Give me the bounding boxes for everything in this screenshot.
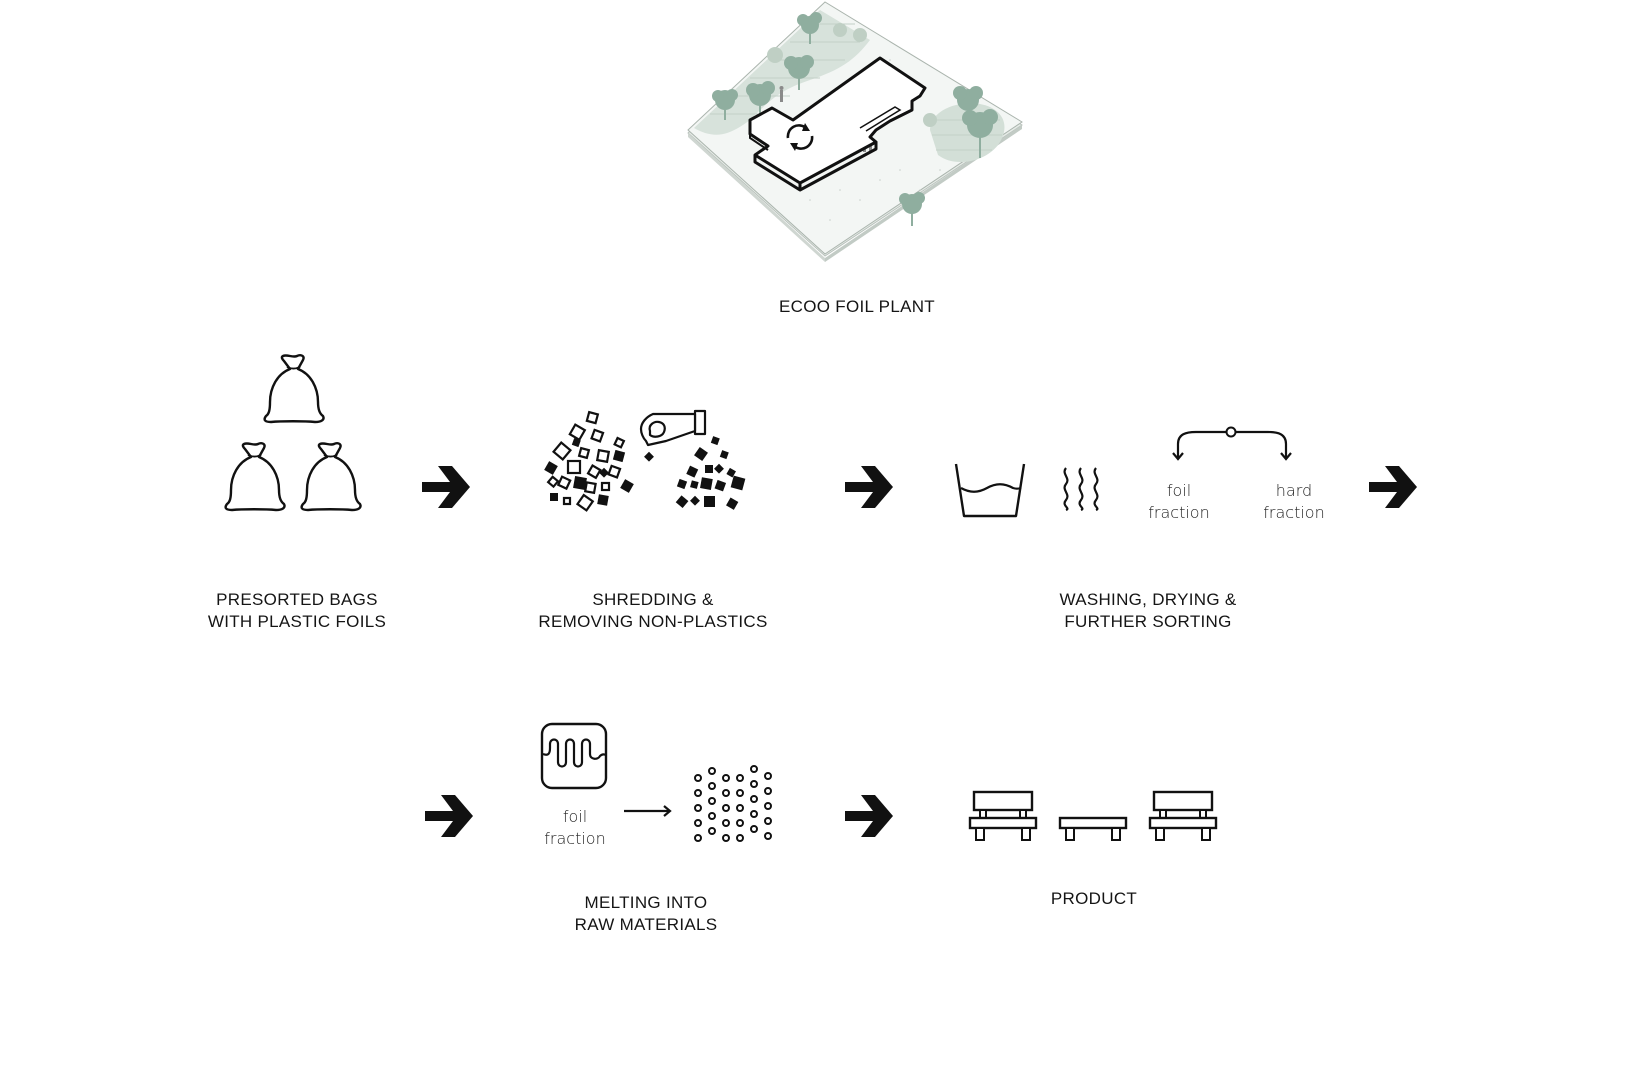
sort-foil-label-line1: foil bbox=[1166, 481, 1192, 500]
arrow-right-icon bbox=[845, 466, 895, 508]
melt-foil-label-line2: fraction bbox=[544, 829, 606, 848]
arrow-right-icon bbox=[845, 795, 895, 837]
sorting-split-arrows-icon bbox=[1168, 420, 1304, 466]
sort-hard-label-line1: hard bbox=[1275, 481, 1313, 500]
step-washing-caption-line2: FURTHER SORTING bbox=[1064, 612, 1232, 631]
arrow-right-icon bbox=[425, 795, 475, 837]
drying-waves-icon bbox=[1058, 466, 1104, 512]
step-product-caption: PRODUCT bbox=[1050, 889, 1138, 908]
sort-foil-label-line2: fraction bbox=[1148, 503, 1210, 522]
bench-table-icon bbox=[966, 786, 1222, 846]
melt-box-icon bbox=[540, 722, 610, 792]
step-washing-caption-line1: WASHING, DRYING & bbox=[1059, 590, 1237, 609]
arrow-right-icon bbox=[1369, 466, 1419, 508]
small-arrow-right-icon bbox=[624, 804, 674, 818]
step-shredding-caption-line1: SHREDDING & bbox=[592, 590, 714, 609]
step-presorted-caption-line1: PRESORTED BAGS bbox=[216, 590, 378, 609]
pellets-icon bbox=[690, 762, 774, 846]
melt-foil-label-line1: foil bbox=[562, 807, 588, 826]
shredded-flakes-icon bbox=[538, 405, 773, 525]
bags-icon bbox=[220, 350, 370, 520]
sort-hard-label-line2: fraction bbox=[1263, 503, 1325, 522]
plant-label: ECOO FOIL PLANT bbox=[779, 297, 935, 316]
wash-bowl-icon bbox=[952, 460, 1032, 522]
step-shredding-caption-line2: REMOVING NON-PLASTICS bbox=[538, 612, 768, 631]
arrow-right-icon bbox=[422, 466, 472, 508]
step-melting-caption-line2: RAW MATERIALS bbox=[574, 915, 718, 934]
step-presorted-caption-line2: WITH PLASTIC FOILS bbox=[207, 612, 387, 631]
step-melting-caption-line1: MELTING INTO bbox=[584, 893, 708, 912]
plant-illustration bbox=[680, 0, 1030, 262]
